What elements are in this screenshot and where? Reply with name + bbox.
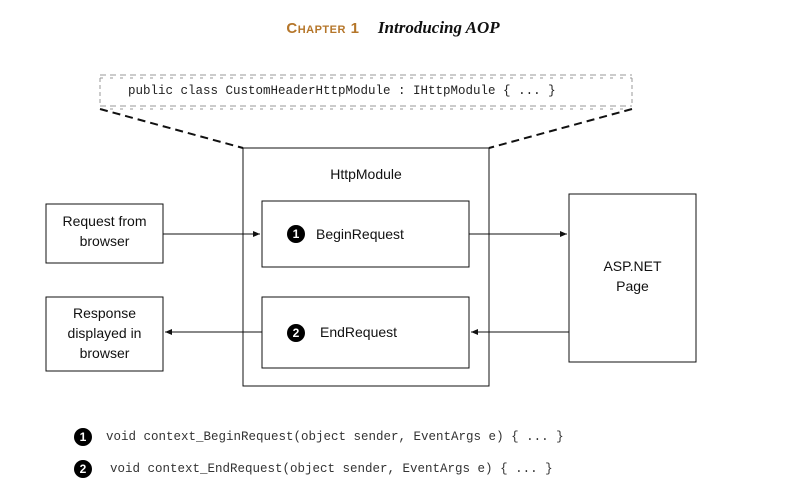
legend-badge-1: 1 — [74, 428, 92, 446]
legend-code-1: void context_BeginRequest(object sender,… — [106, 430, 564, 444]
response-box — [45, 296, 164, 372]
aspnet-page-box — [568, 193, 697, 363]
request-box-text: Request from browser — [46, 211, 163, 251]
chapter-label: Chapter 1 — [286, 20, 360, 37]
page-line-1: ASP.NET — [603, 258, 662, 274]
http-module-box — [242, 147, 490, 387]
legend-badge-2: 2 — [74, 460, 92, 478]
badge-2: 2 — [287, 324, 305, 342]
page-header: Chapter 1 Introducing AOP — [0, 18, 786, 38]
response-line-2: displayed in — [67, 325, 142, 341]
callout-line-right — [488, 108, 633, 149]
begin-request-label: BeginRequest — [316, 226, 404, 242]
end-request-label: EndRequest — [320, 324, 398, 340]
code-banner-frame — [99, 74, 633, 110]
request-line-2: browser — [79, 233, 130, 249]
http-module-title: HttpModule — [330, 166, 402, 182]
callout-line-left — [99, 108, 244, 149]
legend-code-2: void context_EndRequest(object sender, E… — [110, 462, 553, 476]
response-line-1: Response — [72, 305, 137, 321]
code-banner-text: public class CustomHeaderHttpModule : IH… — [128, 84, 556, 98]
request-line-1: Request from — [62, 213, 147, 229]
page-line-2: Page — [616, 278, 649, 294]
chapter-title: Introducing AOP — [377, 18, 500, 37]
response-line-3: browser — [79, 345, 130, 361]
response-box-text: Response displayed in browser — [46, 303, 163, 363]
badge-1: 1 — [287, 225, 305, 243]
aspnet-page-text: ASP.NET Page — [569, 256, 696, 296]
